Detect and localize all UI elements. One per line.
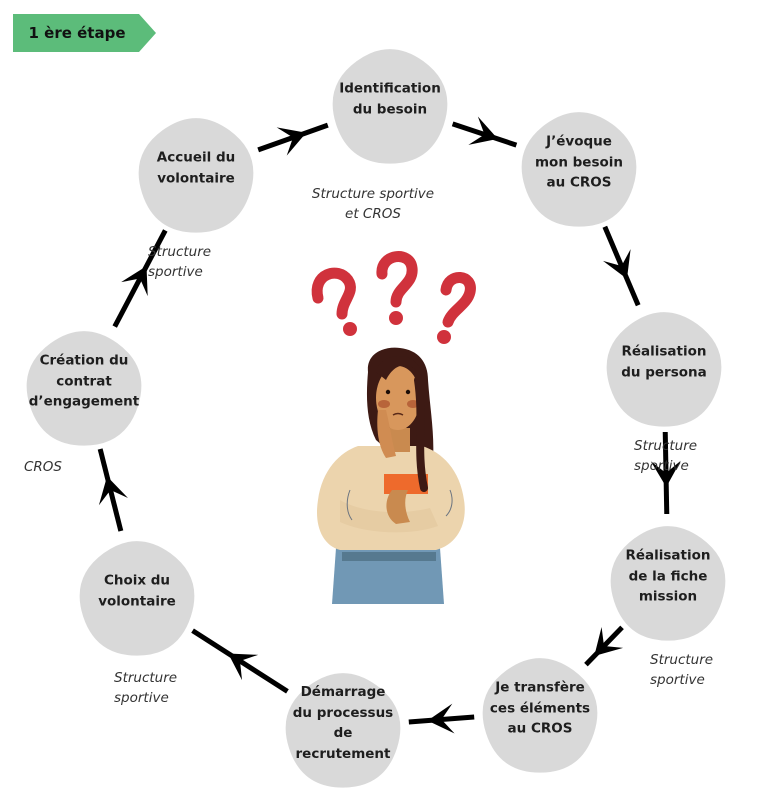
step-label-line: au CROS [546,174,612,191]
step-label-persona: Réalisation du persona [621,342,706,383]
step-actor-fiche-mission: Structure sportive [650,650,713,690]
actor-line: et CROS [345,206,401,222]
question-mark-icon [311,267,357,336]
actor-line: sportive [650,672,705,688]
question-mark-icon [376,251,418,325]
step-label-line: volontaire [98,593,176,609]
step-actor-identification: Structure sportive et CROS [312,184,434,224]
step-label-line: volontaire [157,170,235,186]
connector-arrows [97,116,681,734]
step-label-line: Accueil du [156,149,236,166]
arrowhead-icon [427,703,455,734]
step-node-choix [79,541,195,656]
step-node-transfere [482,658,598,773]
step-label-evoque: J’évoque mon besoin au CROS [535,131,623,193]
actor-line: Structure [634,438,698,454]
step-label-line: Choix du [103,572,171,589]
step-label-line: du persona [621,364,707,380]
step-label-line: Démarrage [300,684,386,700]
step-actor-persona: Structure sportive [634,436,697,476]
step-label-line: Identification [339,80,441,97]
actor-line: Structure [114,670,178,686]
step-label-fiche-mission: Réalisation de la fiche mission [625,545,710,607]
step-label-line: contrat [56,372,112,389]
step-label-line: de la fiche [628,567,708,584]
arrowhead-icon [594,626,624,657]
step-label-contrat: Création du contrat d’engagement [29,350,139,412]
arrowhead-icon [468,116,498,145]
step-node-demarrage [285,673,401,788]
arrowhead-icon [228,653,259,681]
step-label-line: recrutement [295,745,391,762]
step-label-demarrage: Démarrage du processus de recrutement [293,682,393,764]
step-label-line: Réalisation [621,343,707,360]
step-label-line: au CROS [507,720,573,737]
actor-line: Structure [148,244,212,260]
step-node-persona [606,312,722,427]
actor-line: sportive [148,264,203,280]
arrowhead-icon [650,460,681,487]
badge-label: 1 ère étape [28,24,126,42]
step-badge: 1 ère étape [13,14,156,52]
step-label-line: Je transfère [495,679,585,696]
step-label-line: Création du [39,352,129,369]
step-node-accueil [138,118,254,233]
actor-line: CROS [24,459,63,475]
step-label-line: Réalisation [625,547,711,564]
step-label-line: d’engagement [28,393,140,410]
actor-line: sportive [114,690,169,706]
step-label-line: du processus [292,704,394,721]
step-label-choix: Choix du volontaire [98,571,176,612]
step-label-line: mission [638,588,698,605]
actor-line: sportive [634,458,689,474]
step-label-line: de [333,725,353,741]
step-label-line: ces éléments [489,699,591,716]
step-actor-contrat: CROS [24,457,62,477]
badge-arrow-shape [13,14,156,52]
actor-line: Structure sportive [311,186,435,202]
step-label-line: J’évoque [546,133,612,150]
step-label-accueil: Accueil du volontaire [157,148,235,189]
step-label-line: mon besoin [534,153,624,170]
arrowhead-icon [276,127,307,156]
step-node-identification [332,49,448,164]
arrowhead-icon [121,266,148,297]
step-node-evoque [521,112,637,227]
step-actor-accueil: Structure sportive [148,242,211,282]
step-node-contrat [26,331,142,446]
step-label-transfere: Je transfère ces éléments au CROS [490,677,590,739]
step-actor-choix: Structure sportive [114,668,177,708]
question-mark-icon [437,272,476,344]
actor-line: Structure [650,652,714,668]
arrowhead-icon [98,476,128,506]
woman-figure [316,347,465,604]
step-node-fiche-mission [610,526,726,641]
arrowhead-icon [603,249,631,279]
thinking-woman-illustration [311,251,476,604]
step-nodes [26,49,726,788]
step-label-line: du besoin [352,101,428,117]
step-label-identification: Identification du besoin [339,79,441,120]
